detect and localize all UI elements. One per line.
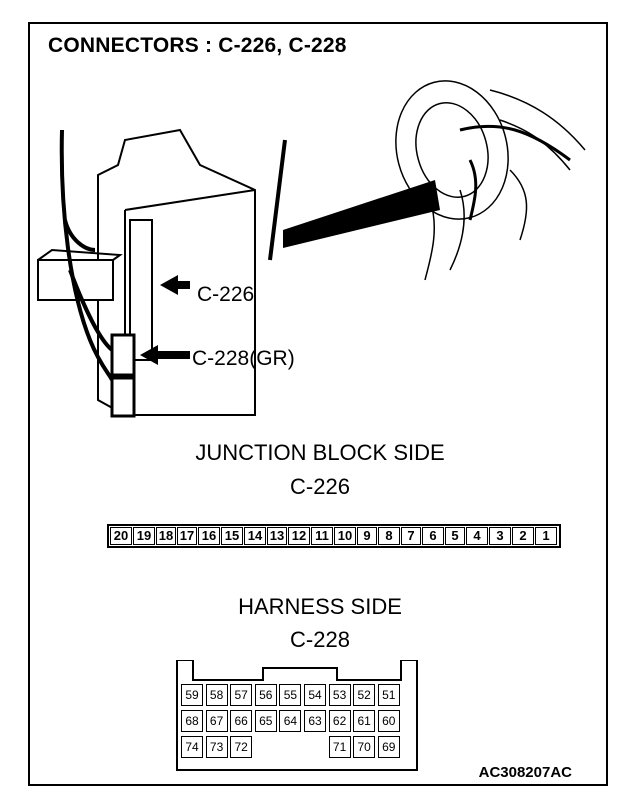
c226-pin: 19: [133, 527, 155, 545]
c226-pin: 14: [244, 527, 266, 545]
harness-side-heading: HARNESS SIDE: [238, 594, 402, 619]
c228-pin: 74: [181, 736, 203, 758]
c226-pin: 8: [378, 527, 400, 545]
c228-pin: 52: [353, 684, 376, 706]
c228-pin: 72: [230, 736, 253, 758]
junction-block-illustration: [37, 80, 586, 418]
c226-pin: 4: [466, 527, 488, 545]
c226-pin: 13: [267, 527, 287, 545]
callout-c228: C-228(GR): [192, 347, 295, 370]
c226-pin: 2: [512, 527, 534, 545]
c228-pin: 69: [377, 736, 400, 758]
c226-pin: 7: [401, 527, 421, 545]
c226-pin: 6: [422, 527, 444, 545]
c228-pin: 67: [205, 710, 228, 732]
c228-pin: 70: [353, 736, 376, 758]
c226-label: C-226: [290, 474, 350, 499]
c226-pin: 12: [288, 527, 310, 545]
diagram-title: CONNECTORS : C-226, C-228: [48, 34, 347, 57]
c226-pin: 17: [177, 527, 197, 545]
c228-pin: 57: [230, 684, 253, 706]
c228-label: C-228: [290, 627, 350, 652]
c226-pin: 16: [198, 527, 220, 545]
c226-pin: 1: [535, 527, 557, 545]
c228-pin: 71: [328, 736, 351, 758]
c226-pin: 3: [489, 527, 511, 545]
callout-c226: C-226: [197, 283, 255, 306]
c228-pin: 64: [279, 710, 302, 732]
c228-pin: 55: [279, 684, 302, 706]
c228-pin: 62: [328, 710, 351, 732]
diagram-frame: [28, 22, 608, 786]
c228-pin: 54: [304, 684, 326, 706]
c228-pin: 60: [377, 710, 400, 732]
c228-pin: 63: [304, 710, 326, 732]
c226-pin: 10: [334, 527, 356, 545]
c226-pin: 11: [311, 527, 333, 545]
junction-block-side-heading: JUNCTION BLOCK SIDE: [195, 440, 445, 465]
c228-pin: 61: [353, 710, 376, 732]
c228-pin: 58: [205, 684, 228, 706]
c228-pin: 59: [181, 684, 203, 706]
c228-pin: 53: [328, 684, 351, 706]
c228-pin: 65: [254, 710, 277, 732]
c228-pin: 73: [205, 736, 228, 758]
c226-pin: 5: [445, 527, 465, 545]
c226-pin: 18: [156, 527, 176, 545]
c228-pin: 51: [377, 684, 400, 706]
c226-pin: 20: [110, 527, 132, 545]
c228-pin: 66: [230, 710, 253, 732]
c226-pin: 9: [357, 527, 377, 545]
c226-pin: 15: [221, 527, 243, 545]
figure-code: AC308207AC: [478, 764, 572, 781]
c228-pin: 68: [181, 710, 203, 732]
c228-pin: 56: [254, 684, 277, 706]
